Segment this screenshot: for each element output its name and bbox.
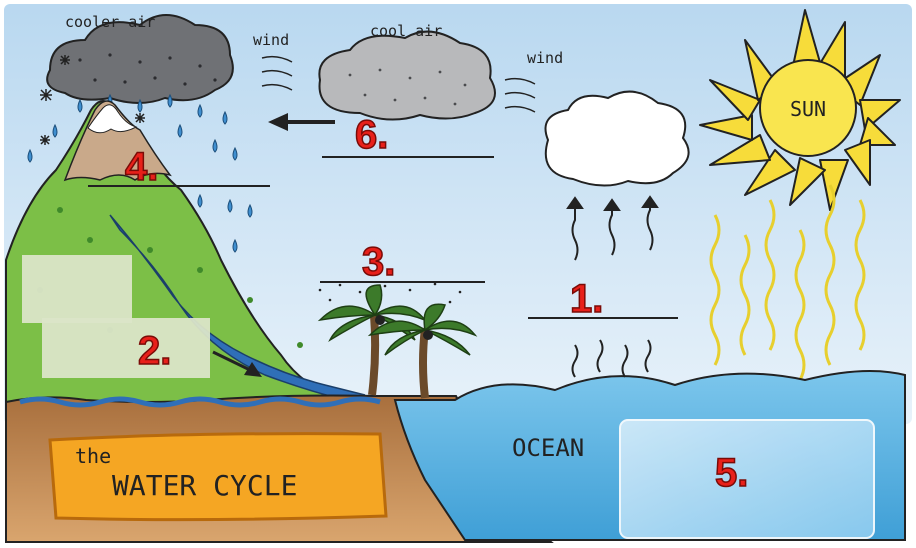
wind-label-right: wind xyxy=(527,49,563,67)
rain-cloud xyxy=(46,14,234,104)
runoff-arrow xyxy=(212,350,262,377)
answer-lines xyxy=(88,156,678,319)
answer-box-green-lower xyxy=(42,318,210,378)
answer-box-ocean xyxy=(619,419,875,539)
wind-arrow xyxy=(268,113,335,131)
number-5: 5. xyxy=(715,451,748,495)
cool-air-label: cool air xyxy=(370,22,442,40)
number-2: 2. xyxy=(138,329,171,373)
wind-label-left: wind xyxy=(253,31,289,49)
number-3: 3. xyxy=(362,240,395,284)
ocean-label: OCEAN xyxy=(512,434,584,462)
sun-rays xyxy=(709,184,866,381)
palm-trees xyxy=(317,284,478,399)
snowflakes xyxy=(40,55,145,145)
land-waterline xyxy=(19,396,381,408)
transpiration-dots xyxy=(318,282,462,304)
grey-cloud xyxy=(318,30,496,121)
cooler-air-label: cooler air xyxy=(65,13,155,31)
wind-lines xyxy=(261,55,536,113)
step-numbers: 1. 2. 3. 4. 5. 6. xyxy=(124,112,749,496)
sun-label: SUN xyxy=(790,97,826,121)
answer-box-green xyxy=(22,255,132,323)
number-4: 4. xyxy=(125,145,158,189)
number-6: 6. xyxy=(355,113,388,157)
white-cloud xyxy=(544,90,690,187)
sun: SUN xyxy=(699,9,901,211)
title-banner: the WATER CYCLE xyxy=(48,432,388,522)
title-the: the xyxy=(75,444,111,468)
title-water-cycle: WATER CYCLE xyxy=(112,469,297,502)
number-1: 1. xyxy=(570,277,603,321)
rising-arrows xyxy=(566,195,659,261)
evaporation-waves xyxy=(571,339,652,378)
